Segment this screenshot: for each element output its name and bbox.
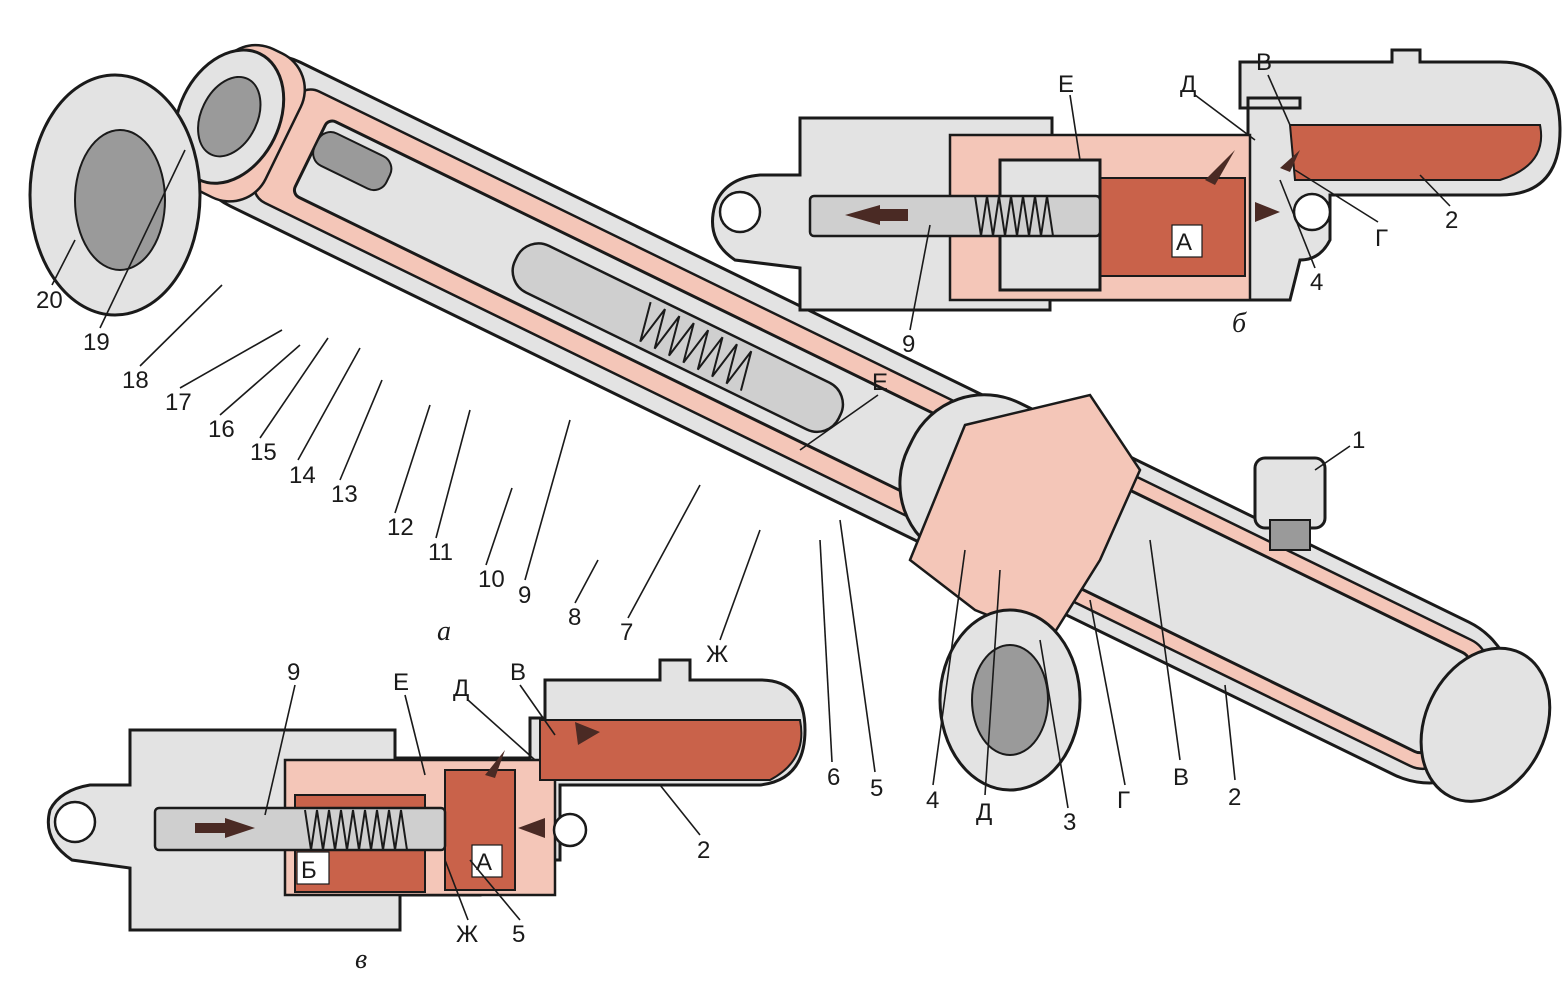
label-V-b: В bbox=[1256, 49, 1272, 76]
label-20: 20 bbox=[36, 287, 63, 314]
label-D-v: Д bbox=[453, 675, 469, 702]
label-D-main: Д bbox=[976, 799, 992, 826]
label-2-b: 2 bbox=[1445, 207, 1458, 234]
label-D-b: Д bbox=[1180, 71, 1196, 98]
label-16: 16 bbox=[208, 416, 235, 443]
caption-v: в bbox=[355, 944, 367, 975]
label-V-main: В bbox=[1173, 764, 1189, 791]
label-1: 1 bbox=[1352, 427, 1365, 454]
label-19: 19 bbox=[83, 329, 110, 356]
label-13: 13 bbox=[331, 481, 358, 508]
caption-a: а bbox=[437, 616, 451, 647]
label-2: 2 bbox=[1228, 784, 1241, 811]
label-A-b: А bbox=[1176, 229, 1192, 256]
label-5: 5 bbox=[870, 775, 883, 802]
label-18: 18 bbox=[122, 367, 149, 394]
label-E-b: Е bbox=[1058, 71, 1074, 98]
label-E-main: Е bbox=[872, 369, 888, 396]
label-V-v: В bbox=[510, 659, 526, 686]
label-G-b: Г bbox=[1375, 225, 1388, 252]
label-2-v: 2 bbox=[697, 837, 710, 864]
label-14: 14 bbox=[289, 462, 316, 489]
label-4: 4 bbox=[926, 787, 939, 814]
label-11: 11 bbox=[428, 539, 453, 566]
label-7: 7 bbox=[620, 619, 633, 646]
view-b: А Е Д В Г 2 4 9 б bbox=[711, 48, 1562, 358]
label-5-v: 5 bbox=[512, 921, 525, 948]
label-15: 15 bbox=[250, 439, 277, 466]
label-A-v: А bbox=[476, 849, 492, 876]
label-9-v: 9 bbox=[287, 659, 300, 686]
label-6: 6 bbox=[827, 764, 840, 791]
label-3: 3 bbox=[1063, 809, 1076, 836]
main-cutaway-view: 1 2 3 4 5 6 7 8 9 10 11 12 13 14 15 16 1… bbox=[28, 43, 1552, 836]
label-4-b: 4 bbox=[1310, 269, 1323, 296]
label-Zh-v: Ж bbox=[456, 921, 478, 948]
label-E-v: Е bbox=[393, 669, 409, 696]
label-Zh-main: Ж bbox=[706, 641, 728, 668]
caption-b: б bbox=[1232, 308, 1247, 339]
label-G-main: Г bbox=[1117, 787, 1130, 814]
view-v: Б А 9 Е Д В 2 Ж 5 в bbox=[46, 658, 807, 975]
label-12: 12 bbox=[387, 514, 414, 541]
label-9: 9 bbox=[518, 582, 531, 609]
label-10: 10 bbox=[478, 566, 505, 593]
label-9-b: 9 bbox=[902, 331, 915, 358]
label-8: 8 bbox=[568, 604, 581, 631]
label-B-v: Б bbox=[301, 857, 317, 884]
label-17: 17 bbox=[165, 389, 192, 416]
